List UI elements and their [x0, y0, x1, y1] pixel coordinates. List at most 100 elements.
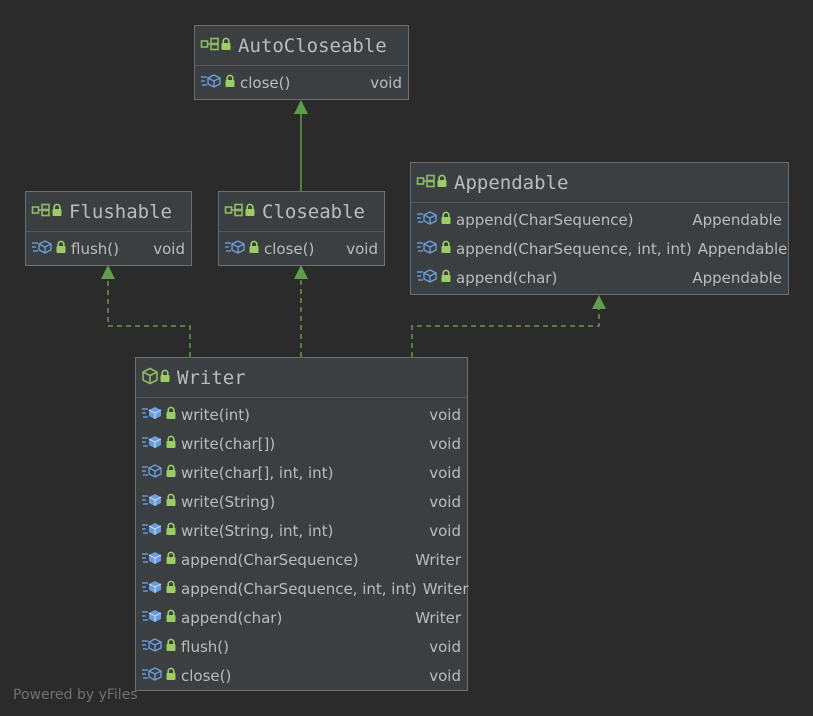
member-row[interactable]: append(CharSequence, int, int)Writer — [136, 574, 469, 603]
member-row[interactable]: write(String, int, int) void — [136, 516, 467, 545]
member-type: Writer — [415, 550, 461, 569]
member-type: Appendable — [692, 210, 782, 229]
member-row[interactable]: append(char) Appendable — [411, 263, 788, 292]
node-header: Flushable — [26, 192, 191, 232]
method-icon-abstract — [224, 239, 246, 259]
lock-icon — [165, 579, 177, 598]
lock-icon — [440, 210, 452, 229]
member-type: Writer — [415, 608, 461, 627]
node-header: Closeable — [219, 192, 384, 232]
member-row[interactable]: write(int) void — [136, 400, 467, 429]
method-icon-abstract — [416, 210, 438, 230]
node-title: Closeable — [262, 200, 365, 223]
member-type: void — [429, 521, 461, 540]
member-name: flush() — [181, 637, 229, 656]
node-closeable[interactable]: Closeable close() void — [218, 191, 385, 266]
edge-writer-appendable — [411, 295, 606, 357]
member-name: write(String) — [181, 492, 276, 511]
member-name: append(CharSequence, int, int) — [456, 239, 692, 258]
member-row[interactable]: append(CharSequence, int, int)Appendable — [411, 234, 788, 263]
method-icon-abstract — [141, 463, 163, 483]
node-autocloseable[interactable]: AutoCloseable close() void — [194, 25, 409, 100]
lock-icon — [436, 173, 448, 192]
member-type: void — [370, 73, 402, 92]
interface-icon — [224, 202, 244, 221]
lock-icon — [248, 239, 260, 258]
member-row[interactable]: write(char[], int, int) void — [136, 458, 467, 487]
member-name: write(char[], int, int) — [181, 463, 334, 482]
member-name: append(char) — [181, 608, 283, 627]
edge-closeable-autocloseable — [294, 100, 308, 191]
lock-icon — [220, 36, 232, 55]
node-header: AutoCloseable — [195, 26, 408, 66]
member-row[interactable]: flush() void — [136, 632, 467, 661]
lock-icon — [165, 405, 177, 424]
method-icon-abstract — [200, 73, 222, 93]
method-icon-abstract — [416, 239, 438, 259]
member-row[interactable]: write(String)void — [136, 487, 467, 516]
member-row[interactable]: close() void — [219, 234, 384, 263]
method-icon — [141, 579, 163, 599]
member-name: append(CharSequence) — [456, 210, 634, 229]
edge-writer-flushable — [101, 265, 191, 357]
node-flushable[interactable]: Flushable flush()void — [25, 191, 192, 266]
lock-icon — [165, 550, 177, 569]
interface-icon — [31, 202, 51, 221]
lock-icon — [244, 202, 256, 221]
member-type: void — [429, 434, 461, 453]
member-type: void — [429, 463, 461, 482]
method-icon — [141, 492, 163, 512]
member-row[interactable]: write(char[]) void — [136, 429, 467, 458]
lock-icon — [159, 368, 171, 387]
method-icon-abstract — [416, 268, 438, 288]
member-name: write(int) — [181, 405, 250, 424]
member-name: close() — [240, 73, 291, 92]
lock-icon — [165, 608, 177, 627]
member-list: close() void — [195, 68, 408, 97]
member-name: write(String, int, int) — [181, 521, 334, 540]
member-name: write(char[]) — [181, 434, 276, 453]
member-row[interactable]: append(char) Writer — [136, 603, 467, 632]
method-icon — [141, 434, 163, 454]
member-name: close() — [264, 239, 315, 258]
method-icon-abstract — [141, 637, 163, 657]
member-row[interactable]: append(CharSequence) Appendable — [411, 205, 788, 234]
member-row[interactable]: close() void — [195, 68, 408, 97]
member-list: close() void — [219, 234, 384, 263]
member-name: flush() — [71, 239, 119, 258]
lock-icon — [165, 521, 177, 540]
member-type: Appendable — [692, 268, 782, 287]
member-list: flush()void — [26, 234, 191, 263]
lock-icon — [165, 492, 177, 511]
lock-icon — [440, 268, 452, 287]
method-icon — [141, 608, 163, 628]
lock-icon — [165, 637, 177, 656]
member-type: void — [429, 405, 461, 424]
method-icon — [141, 521, 163, 541]
method-icon-abstract — [141, 666, 163, 686]
member-row[interactable]: append(CharSequence)Writer — [136, 545, 467, 574]
node-appendable[interactable]: Appendable append(CharSequence) Appendabl… — [410, 162, 789, 295]
node-title: Flushable — [69, 200, 172, 223]
member-type: void — [429, 637, 461, 656]
interface-icon — [200, 36, 220, 55]
watermark: Powered by yFiles — [13, 687, 138, 703]
lock-icon — [165, 666, 177, 685]
member-name: append(char) — [456, 268, 558, 287]
interface-icon — [416, 173, 436, 192]
member-type: void — [429, 666, 461, 685]
lock-icon — [224, 73, 236, 92]
member-row[interactable]: flush()void — [26, 234, 191, 263]
node-header: Writer — [136, 358, 467, 398]
member-name: close() — [181, 666, 232, 685]
method-icon-abstract — [31, 239, 53, 259]
member-row[interactable]: close() void — [136, 661, 467, 690]
member-type: void — [346, 239, 378, 258]
member-type: Writer — [422, 579, 469, 598]
node-title: Appendable — [454, 171, 569, 194]
lock-icon — [165, 434, 177, 453]
